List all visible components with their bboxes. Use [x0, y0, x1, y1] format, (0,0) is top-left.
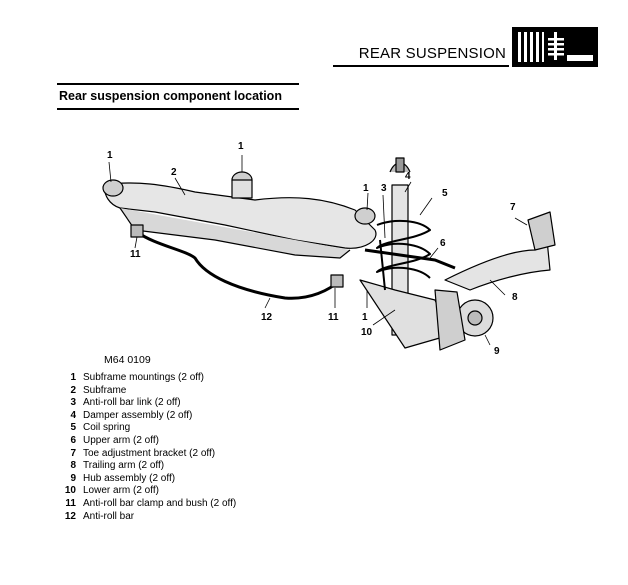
- legend-text: Trailing arm (2 off): [83, 460, 165, 472]
- callout-6: 6: [440, 238, 446, 249]
- legend-item: 10 Lower arm (2 off): [62, 485, 236, 498]
- legend-text: Anti-roll bar link (2 off): [83, 397, 181, 409]
- legend-number: 6: [70, 434, 76, 446]
- callout-11-left: 11: [130, 249, 141, 260]
- callout-2: 2: [171, 167, 177, 178]
- legend-number: 5: [70, 422, 76, 434]
- legend-text: Upper arm (2 off): [83, 434, 159, 446]
- callout-1-right: 1: [363, 183, 369, 194]
- legend-number: 12: [64, 510, 76, 522]
- section-rule-top: [57, 83, 299, 85]
- legend-number: 11: [65, 497, 76, 509]
- trailing-arm-drawing: [444, 239, 551, 291]
- legend-item: 9 Hub assembly (2 off): [62, 473, 236, 486]
- callout-9: 9: [494, 346, 500, 357]
- callout-7: 7: [510, 202, 516, 213]
- legend-number: 4: [70, 409, 76, 421]
- callout-11-right: 11: [328, 312, 339, 323]
- legend-number: 3: [70, 397, 76, 409]
- legend-item: 11 Anti-roll bar clamp and bush (2 off): [62, 498, 236, 511]
- legend-number: 7: [70, 447, 76, 459]
- legend-item: 2 Subframe: [62, 385, 236, 398]
- suspension-diagram: [102, 155, 556, 351]
- coil-spring-drawing: [376, 219, 431, 279]
- callout-8: 8: [512, 292, 518, 303]
- callout-1-lower: 1: [362, 312, 368, 323]
- callout-5: 5: [442, 188, 448, 199]
- legend-item: 6 Upper arm (2 off): [62, 435, 236, 448]
- legend-text: Coil spring: [83, 422, 131, 434]
- legend-item: 4 Damper assembly (2 off): [62, 410, 236, 423]
- figure-code: M64 0109: [104, 354, 151, 366]
- upper-arm-drawing: [364, 248, 456, 270]
- header-rule: [333, 65, 509, 67]
- legend-text: Subframe mountings (2 off): [83, 372, 204, 383]
- left-mounting-drawing: [102, 179, 124, 197]
- callout-12: 12: [261, 312, 273, 323]
- legend-text: Anti-roll bar: [83, 510, 135, 522]
- legend-text: Damper assembly (2 off): [83, 409, 193, 421]
- legend-number: 8: [70, 460, 76, 472]
- subframe-drawing: [104, 182, 377, 249]
- section-title: Rear suspension component location: [59, 89, 282, 103]
- legend-text: Lower arm (2 off): [83, 485, 159, 497]
- callout-4: 4: [405, 171, 411, 182]
- rear-suspension-icon: [512, 27, 598, 67]
- anti-roll-bar-drawing: [136, 230, 342, 300]
- legend-number: 2: [70, 384, 76, 396]
- legend-item: 7 Toe adjustment bracket (2 off): [62, 448, 236, 461]
- legend-item: 12 Anti-roll bar: [62, 511, 236, 524]
- legend-number: 1: [70, 372, 76, 383]
- legend-text: Toe adjustment bracket (2 off): [83, 447, 216, 459]
- page-header-title: REAR SUSPENSION: [358, 45, 506, 62]
- legend-item: 3 Anti-roll bar link (2 off): [62, 397, 236, 410]
- legend-text: Subframe: [83, 384, 127, 396]
- anti-roll-link-drawing: [379, 239, 386, 291]
- callout-3: 3: [381, 183, 387, 194]
- callout-1-left: 1: [107, 150, 113, 161]
- legend-text: Anti-roll bar clamp and bush (2 off): [83, 497, 237, 509]
- callout-1-center: 1: [238, 141, 244, 152]
- legend-item: 5 Coil spring: [62, 422, 236, 435]
- callout-10: 10: [361, 327, 373, 338]
- legend-number: 10: [64, 485, 76, 497]
- legend-number: 9: [70, 472, 76, 484]
- legend-item: 8 Trailing arm (2 off): [62, 460, 236, 473]
- legend-item: 1 Subframe mountings (2 off): [62, 372, 236, 385]
- legend-text: Hub assembly (2 off): [83, 472, 176, 484]
- section-rule-bottom: [57, 108, 299, 110]
- toe-bracket-drawing: [527, 211, 556, 251]
